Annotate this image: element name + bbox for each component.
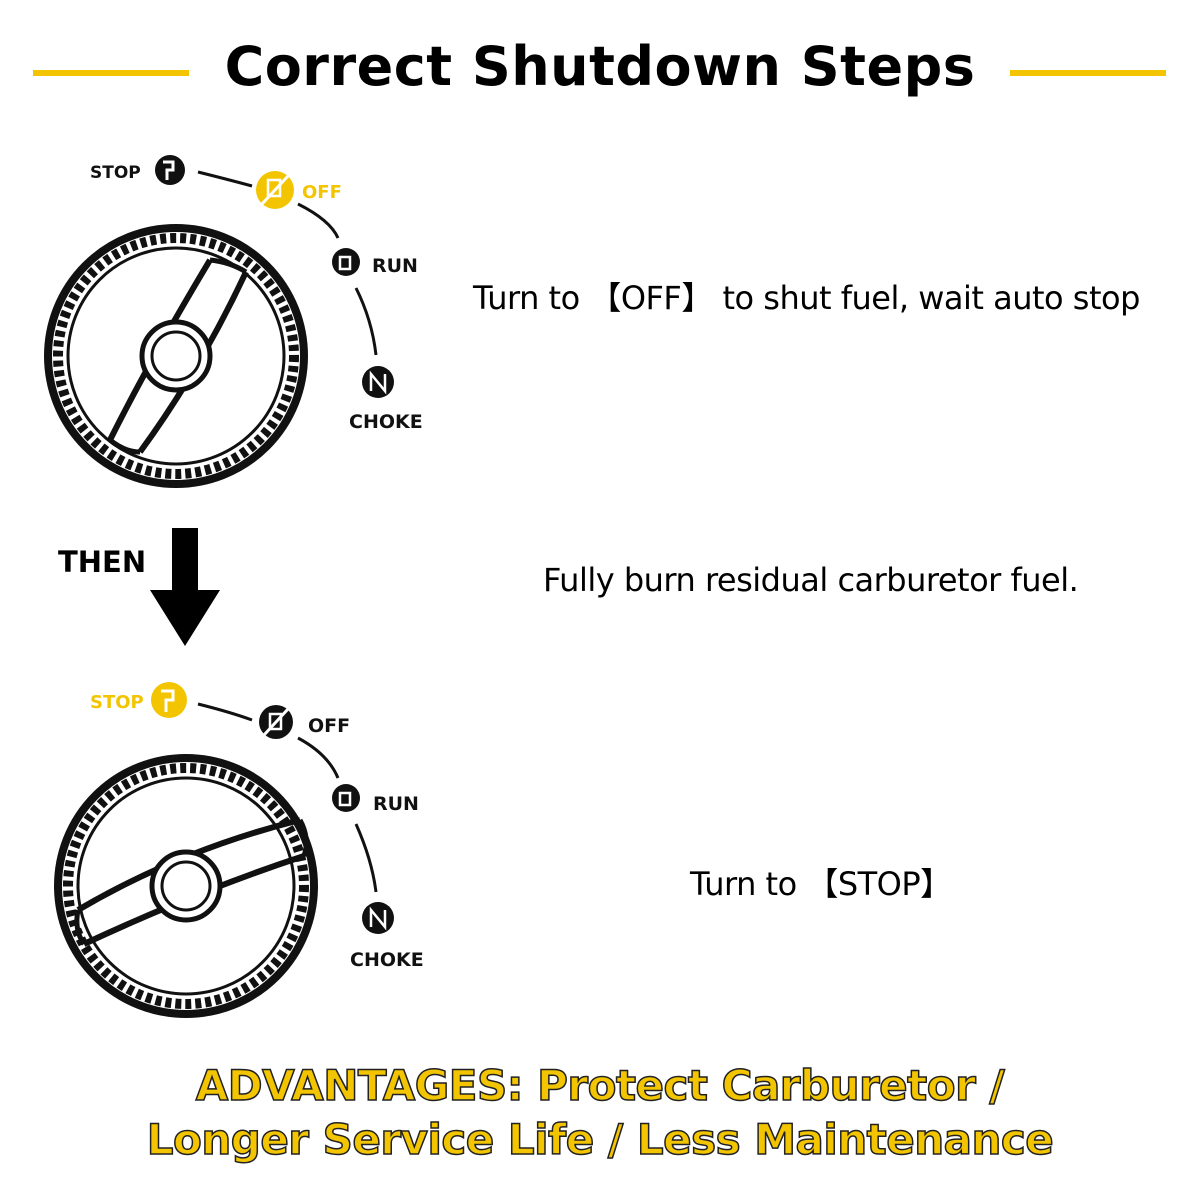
title-left-rule [33, 70, 189, 76]
dial-label-run: RUN [372, 255, 418, 277]
dial-label-off: OFF [308, 715, 350, 737]
dial-label-stop: STOP [90, 163, 141, 183]
dial-label-choke: CHOKE [349, 411, 423, 433]
dial-label-off: OFF [302, 182, 342, 203]
step-1-instruction: Turn to 【OFF】 to shut fuel, wait auto st… [473, 279, 1140, 317]
page-title: Correct Shutdown Steps [224, 35, 976, 98]
run-icon [332, 248, 360, 276]
step-3-instruction: Turn to 【STOP】 [690, 865, 952, 903]
fuel-valve-dial-off: STOP OFF RUN CHOKE [44, 155, 423, 488]
stop-icon [155, 155, 185, 185]
down-arrow-icon [150, 528, 220, 646]
dial-label-choke: CHOKE [350, 949, 424, 971]
choke-icon [362, 366, 394, 398]
dial-knob [44, 224, 308, 488]
off-icon [256, 171, 294, 209]
stop-icon [151, 682, 187, 718]
then-label: THEN [58, 545, 147, 579]
advantages-line-1: ADVANTAGES: Protect Carburetor / [195, 1060, 1006, 1111]
dial-label-run: RUN [373, 793, 419, 815]
run-icon [332, 784, 360, 812]
advantages-line-2: Longer Service Life / Less Maintenance [146, 1114, 1055, 1165]
step-2-instruction: Fully burn residual carburetor fuel. [543, 561, 1079, 599]
fuel-valve-dial-stop: STOP OFF RUN CHOKE [54, 682, 424, 1018]
dial-knob [54, 754, 318, 1018]
choke-icon [362, 902, 394, 934]
title-right-rule [1010, 70, 1166, 76]
dial-label-stop: STOP [90, 692, 144, 713]
off-icon [259, 705, 293, 739]
